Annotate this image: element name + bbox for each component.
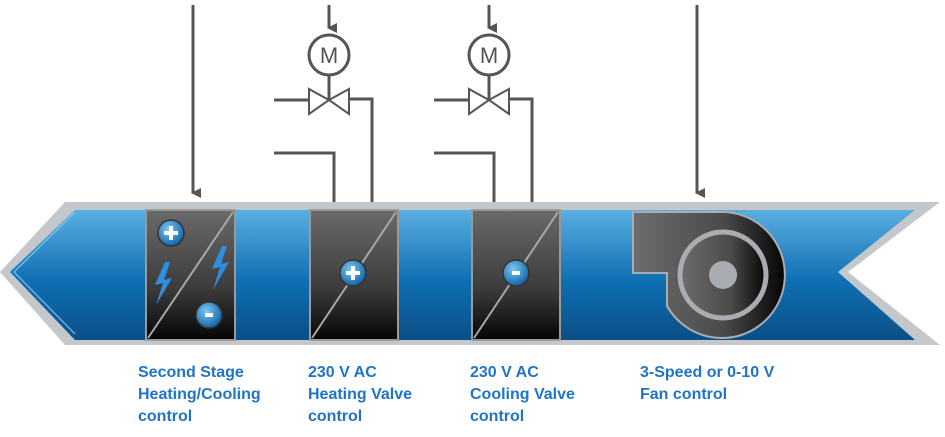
label-second-stage: Second Stage Heating/Cooling control	[138, 362, 261, 428]
label-line: Second Stage	[138, 364, 244, 381]
valve-icon	[468, 87, 491, 116]
heating-coil	[309, 209, 399, 341]
label-line: 230 V AC	[308, 364, 377, 381]
plus-icon	[157, 219, 185, 247]
cooling-coil	[471, 209, 561, 341]
label-line: Cooling Valve	[470, 386, 575, 403]
pipe	[274, 151, 336, 202]
label-line: control	[138, 408, 193, 425]
fan-icon	[632, 211, 786, 339]
pipe	[434, 151, 496, 202]
label-line: control	[308, 408, 363, 425]
label-line: control	[470, 408, 525, 425]
motor-symbol: M	[320, 43, 338, 68]
fan-hub	[709, 261, 737, 289]
minus-icon	[502, 259, 530, 287]
label-line: Heating Valve	[308, 386, 413, 403]
cooling-valve-assembly: M	[434, 5, 534, 202]
duct-highlight	[12, 211, 76, 335]
label-line: Fan control	[640, 386, 728, 403]
label-heating-valve: 230 V AC Heating Valve control	[308, 362, 412, 428]
label-cooling-valve: 230 V AC Cooling Valve control	[470, 362, 575, 428]
valve-icon	[308, 87, 331, 116]
lightning-icon	[155, 262, 172, 305]
lightning-icon	[212, 246, 229, 290]
valve-icon-half	[487, 87, 510, 116]
coil-diagonal	[147, 211, 234, 339]
plus-icon	[339, 259, 367, 287]
label-line: 230 V AC	[470, 364, 539, 381]
pipe	[350, 97, 374, 202]
label-fan-control: 3-Speed or 0-10 V Fan control	[640, 362, 774, 406]
minus-icon	[195, 301, 223, 329]
valve-icon-half	[327, 87, 350, 116]
label-line: 3-Speed or 0-10 V	[640, 364, 775, 381]
motor-symbol: M	[480, 43, 498, 68]
pipe	[510, 97, 534, 202]
second-stage-coil	[145, 209, 236, 341]
label-line: Heating/Cooling	[138, 386, 261, 403]
heating-valve-assembly: M	[274, 5, 374, 202]
